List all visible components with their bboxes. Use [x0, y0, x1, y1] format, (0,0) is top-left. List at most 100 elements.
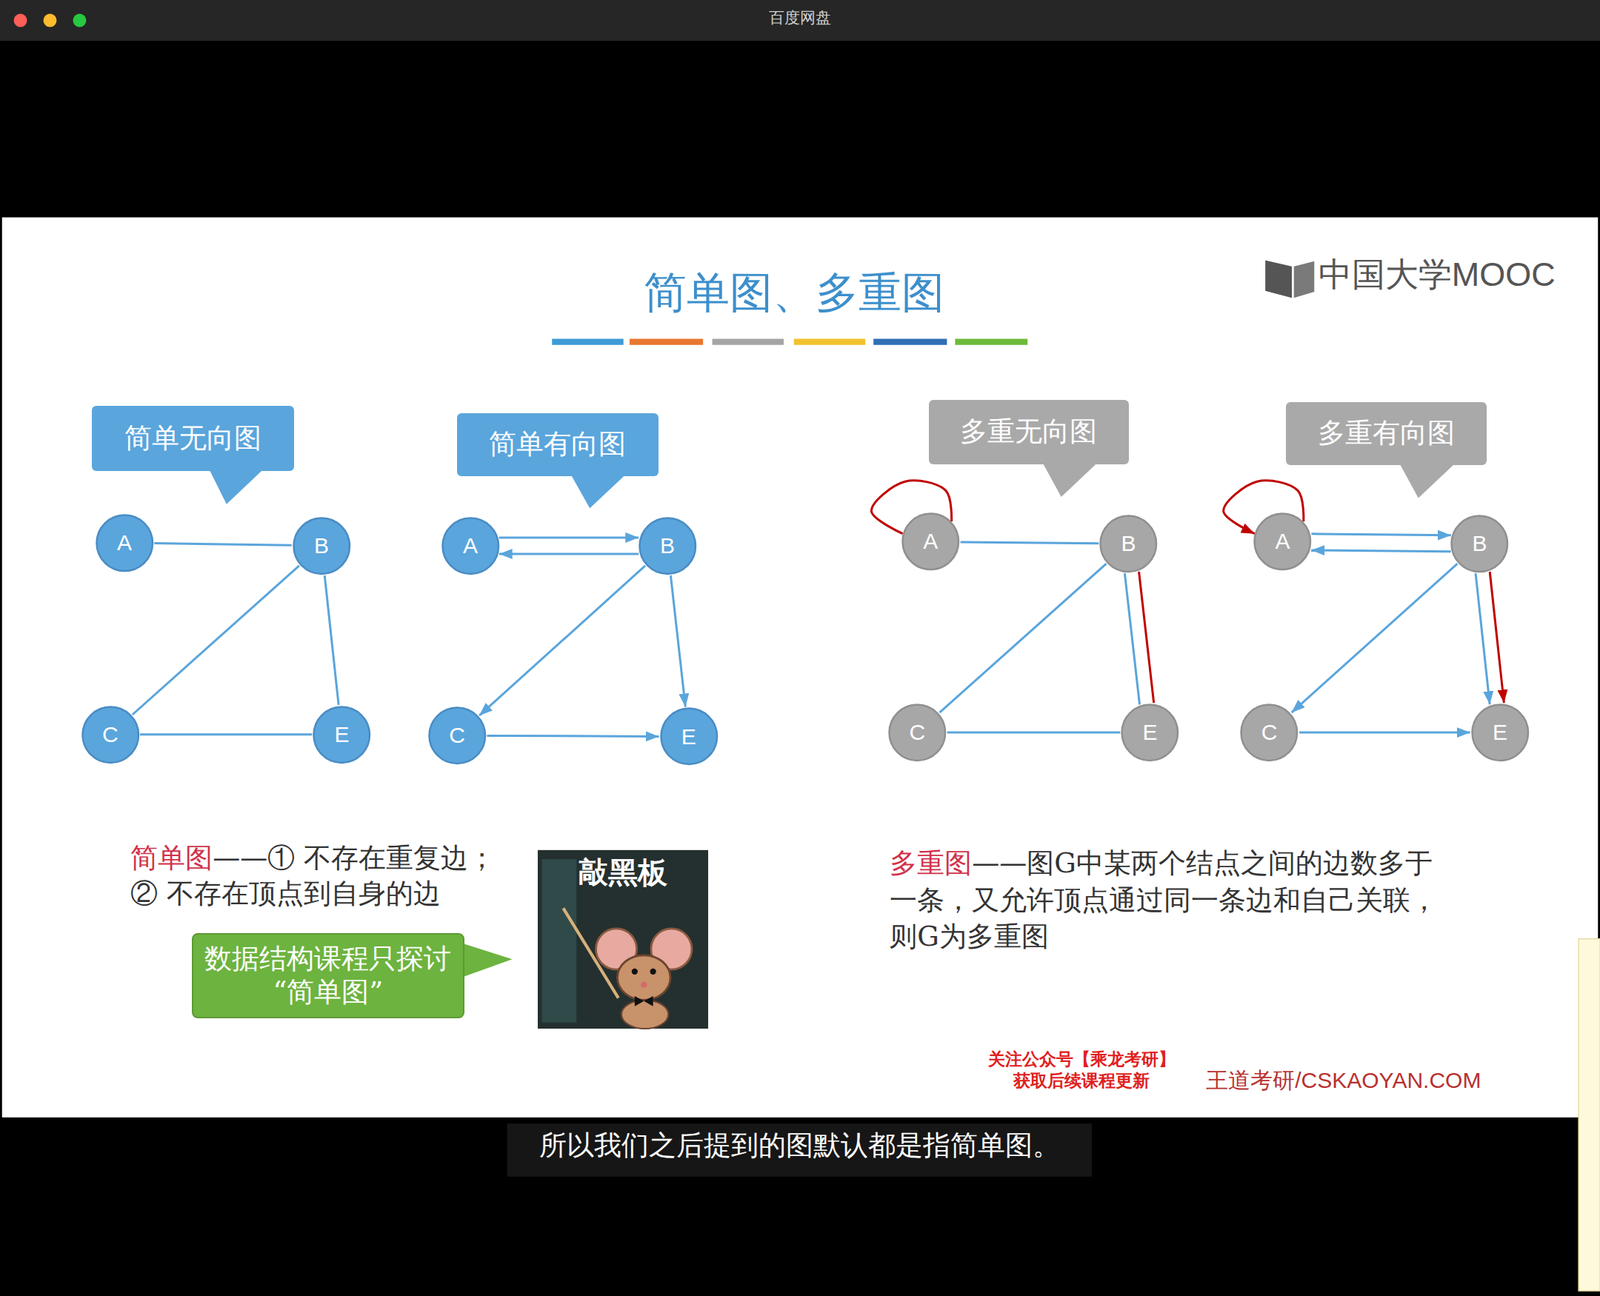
vertex-circle [428, 707, 486, 764]
vertex-circle [293, 517, 350, 575]
color-bar [551, 338, 623, 345]
video-subtitle: 所以我们之后提到的图默认都是指简单图。 [539, 1129, 1060, 1162]
text-block: 简单图——① 不存在重复边； ② 不存在顶点到自身的边 [130, 840, 510, 912]
edge-line [670, 575, 686, 708]
bubble-pointer [1042, 463, 1098, 498]
edge-line [947, 731, 1121, 735]
edge-line [1475, 573, 1490, 705]
caption-text: 数据结构课程只探讨“简单图” [203, 942, 453, 1009]
color-bar [794, 338, 866, 345]
vertex-letter: E [334, 721, 349, 749]
bow-tie [643, 996, 653, 1007]
minimize-dot [43, 14, 58, 28]
vertex-circle [1471, 704, 1529, 761]
graph-vertex: C [1240, 703, 1299, 763]
side-panel [1578, 939, 1600, 1292]
mouse-nose [640, 982, 647, 989]
vertex-letter: B [660, 532, 675, 560]
picture-caption: 敲黑板 [578, 854, 668, 890]
vertex-letter: A [922, 528, 938, 555]
edge-line [1139, 571, 1155, 703]
vertex-letter: E [681, 723, 697, 751]
site-watermark: 王道考研/CSKAOYAN.COM [1205, 1068, 1481, 1093]
edge-line [1299, 731, 1471, 735]
text-block: 中国大学MOOC [1318, 254, 1574, 295]
picture-ground [537, 850, 709, 1029]
logo-icon [1294, 261, 1315, 299]
graph-vertex: E [1471, 703, 1530, 763]
edge-line [960, 542, 1100, 544]
caption-bubble: 多重有向图 [1285, 402, 1487, 466]
vertex-circle [1241, 704, 1298, 761]
edge-line [486, 735, 659, 737]
window-title: 百度网盘 [768, 8, 832, 26]
vertex-circle [1122, 704, 1179, 761]
vertex-circle [96, 514, 153, 572]
graph-vertex: E [312, 705, 372, 765]
logo-icon [1265, 260, 1292, 298]
bow-tie [634, 996, 644, 1007]
vertex-letter: E [1142, 719, 1158, 746]
edge-line [939, 563, 1106, 713]
text-block: 百度网盘 [697, 8, 903, 27]
mouse-eye [631, 968, 638, 975]
caption-text: 多重无向图 [960, 415, 1098, 449]
graph-vertex: E [1120, 703, 1180, 763]
text-block: 关注公众号【乘龙考研】 获取后续课程更新 [981, 1048, 1182, 1092]
graph-vertex: C [81, 705, 140, 765]
mouse-body [621, 1000, 669, 1029]
term-name: 简单图 [130, 842, 213, 875]
close-dot [14, 14, 28, 28]
zoom-dot [72, 14, 86, 28]
vertex-letter: A [117, 529, 132, 557]
caption-text: 简单无向图 [124, 422, 262, 455]
graph-vertex: A [901, 512, 960, 572]
graph-vertex: E [660, 707, 719, 766]
edge-line [1311, 534, 1452, 536]
edge-line [479, 565, 646, 716]
vertex-circle [314, 706, 371, 763]
caption-bubble: 简单无向图 [91, 405, 295, 472]
definition-text: ——图G中某两个结点之间的边数多于一条，又允许顶点通过同一条边和自己关联，则G为… [889, 847, 1438, 954]
text-block: 多重图——图G中某两个结点之间的边数多于一条，又允许顶点通过同一条边和自己关联，… [889, 845, 1446, 957]
vertex-letter: C [1261, 719, 1278, 746]
logo-text: 中国大学MOOC [1318, 255, 1556, 294]
text-block: 敲黑板 [537, 854, 709, 891]
caption-bubble: 简单有向图 [457, 413, 658, 477]
blackboard-picture [537, 850, 709, 1029]
vertex-circle [639, 517, 696, 575]
term-name: 多重图 [889, 847, 972, 880]
vertex-circle [1254, 514, 1312, 571]
caption-bubble: 多重无向图 [928, 400, 1129, 465]
title-bar [0, 0, 1600, 41]
vertex-circle [889, 704, 946, 761]
edge-line [154, 542, 292, 546]
caption-text: 多重有向图 [1317, 417, 1455, 450]
graph-vertex: B [292, 517, 352, 576]
vertex-letter: C [909, 719, 926, 746]
graph-vertex: B [638, 517, 698, 576]
color-bar [954, 338, 1028, 345]
vertex-letter: B [1121, 530, 1137, 558]
graph-vertex: A [1253, 512, 1312, 572]
color-bar [629, 338, 703, 345]
color-bar [873, 338, 947, 345]
note-callout: 数据结构课程只探讨“简单图” [191, 933, 465, 1018]
mouse-head [617, 955, 671, 1001]
edge-line [1291, 563, 1458, 713]
color-bar [712, 338, 784, 345]
vertex-circle [82, 706, 139, 763]
callout-pointer [461, 942, 513, 978]
graph-vertex: B [1099, 514, 1158, 574]
mouse-eye [650, 968, 657, 975]
vertex-letter: A [1275, 528, 1291, 555]
bubble-pointer [571, 475, 625, 509]
edge-line [1489, 571, 1504, 703]
edge-line [132, 565, 300, 715]
vertex-circle [1100, 515, 1158, 572]
vertex-letter: B [1471, 530, 1487, 558]
